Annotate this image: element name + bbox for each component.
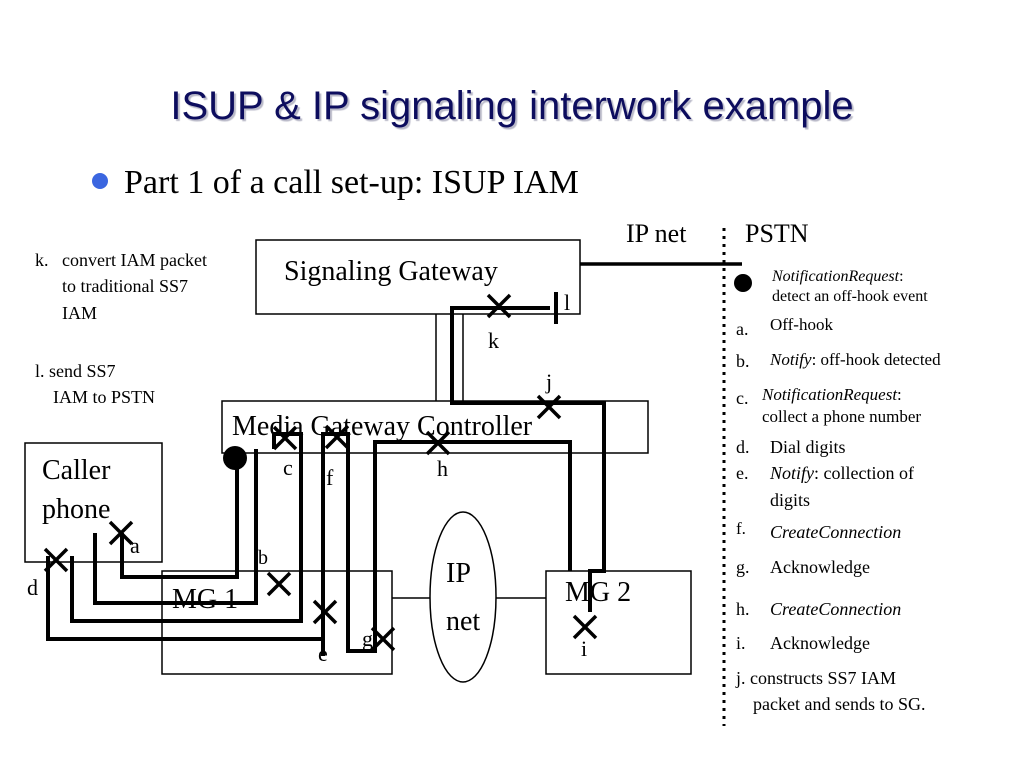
ip-net-ellipse	[429, 511, 497, 683]
x-mark-b-icon	[266, 571, 292, 597]
mgc-box	[221, 400, 649, 454]
legend-i-marker: i.	[736, 633, 746, 653]
ip-net-header: IP net	[626, 219, 687, 248]
slide-title: ISUP & IP signaling interwork example	[170, 84, 854, 128]
legend-g-text: Acknowledge	[770, 557, 870, 577]
legend-d-marker: d.	[736, 437, 750, 457]
mark-g: g	[362, 626, 373, 651]
legend-a-text: Off-hook	[770, 315, 833, 334]
flow-c	[70, 432, 303, 623]
mark-e: e	[318, 641, 328, 666]
mgc-endpoint-dot	[223, 446, 247, 470]
bullet-text: Part 1 of a call set-up: ISUP IAM	[124, 164, 579, 201]
mark-j: j	[546, 369, 553, 394]
ip-net-label-line1: IP	[446, 558, 471, 589]
x-mark-k-icon	[486, 293, 512, 319]
x-mark-i-icon	[572, 614, 598, 640]
mark-d: d	[27, 575, 38, 600]
legend-b-text: Notify: off-hook detected	[770, 350, 941, 369]
legend-g-marker: g.	[736, 557, 750, 577]
caller-phone-label-line2: phone	[42, 494, 111, 525]
legend-e-marker: e.	[736, 463, 749, 483]
flow-d	[46, 432, 572, 653]
legend-f-marker: f.	[736, 519, 746, 538]
legend-e-line1: Notify: collection of	[770, 463, 914, 483]
note-k-line3: IAM	[62, 303, 97, 323]
mark-h: h	[437, 456, 448, 481]
note-k-line1: convert IAM packet	[62, 250, 207, 270]
legend-c-line2: collect a phone number	[762, 407, 922, 426]
ip-net-label-line2: net	[446, 606, 481, 637]
legend-h-marker: h.	[736, 599, 750, 619]
x-mark-e-icon	[312, 599, 338, 625]
note-k-line2: to traditional SS7	[62, 276, 188, 296]
legend-c-marker: c.	[736, 388, 749, 408]
x-mark-j-icon	[536, 394, 562, 420]
signaling-gateway-label: Signaling Gateway	[284, 256, 498, 287]
mg1-label: MG 1	[172, 584, 239, 615]
legend-f-text: CreateConnection	[770, 522, 902, 542]
mgc-label: Media Gateway Controller	[232, 411, 533, 442]
x-mark-a-icon	[108, 520, 134, 546]
flow-a	[120, 462, 239, 579]
legend-j-line2: packet and sends to SG.	[753, 694, 926, 714]
mg2-label: MG 2	[565, 577, 632, 608]
legend-h-text: CreateConnection	[770, 599, 902, 619]
legend-a-marker: a.	[736, 319, 749, 339]
legend-intro-line1: NotificationRequest:	[772, 268, 904, 285]
note-k-marker: k.	[35, 250, 49, 270]
signaling-gateway-box	[255, 239, 581, 315]
mark-c: c	[283, 455, 293, 480]
legend-j-line1: j. constructs SS7 IAM	[736, 668, 897, 688]
mark-k: k	[488, 328, 499, 353]
x-mark-d-icon	[43, 547, 69, 573]
mark-l: l	[564, 290, 571, 315]
note-l-line1: l. send SS7	[35, 361, 116, 381]
mark-b: b	[258, 547, 268, 569]
x-mark-h-icon	[425, 430, 451, 456]
legend-c-line1: NotificationRequest:	[762, 385, 902, 404]
flow-b	[93, 449, 258, 605]
pstn-endpoint-dot	[734, 274, 752, 292]
caller-phone-label-line1: Caller	[42, 455, 111, 486]
legend-e-line2: digits	[770, 490, 811, 510]
pstn-header: PSTN	[745, 219, 809, 248]
legend-b-marker: b.	[736, 351, 750, 371]
legend-i-text: Acknowledge	[770, 633, 870, 653]
note-l-line2: IAM to PSTN	[53, 387, 156, 407]
x-mark-g-icon	[370, 626, 396, 652]
legend-intro-line2: detect an off-hook event	[772, 288, 928, 305]
legend-d-text: Dial digits	[770, 437, 846, 457]
x-mark-f-icon	[324, 424, 350, 450]
mg2-box	[545, 570, 692, 675]
mark-i: i	[581, 636, 588, 661]
mark-a: a	[130, 533, 140, 558]
x-mark-c-icon	[272, 425, 298, 451]
flow-i-j	[450, 306, 606, 612]
bullet-item: Part 1 of a call set-up: ISUP IAM	[92, 164, 579, 202]
mark-f: f	[326, 465, 334, 490]
bullet-dot-icon	[92, 173, 108, 190]
